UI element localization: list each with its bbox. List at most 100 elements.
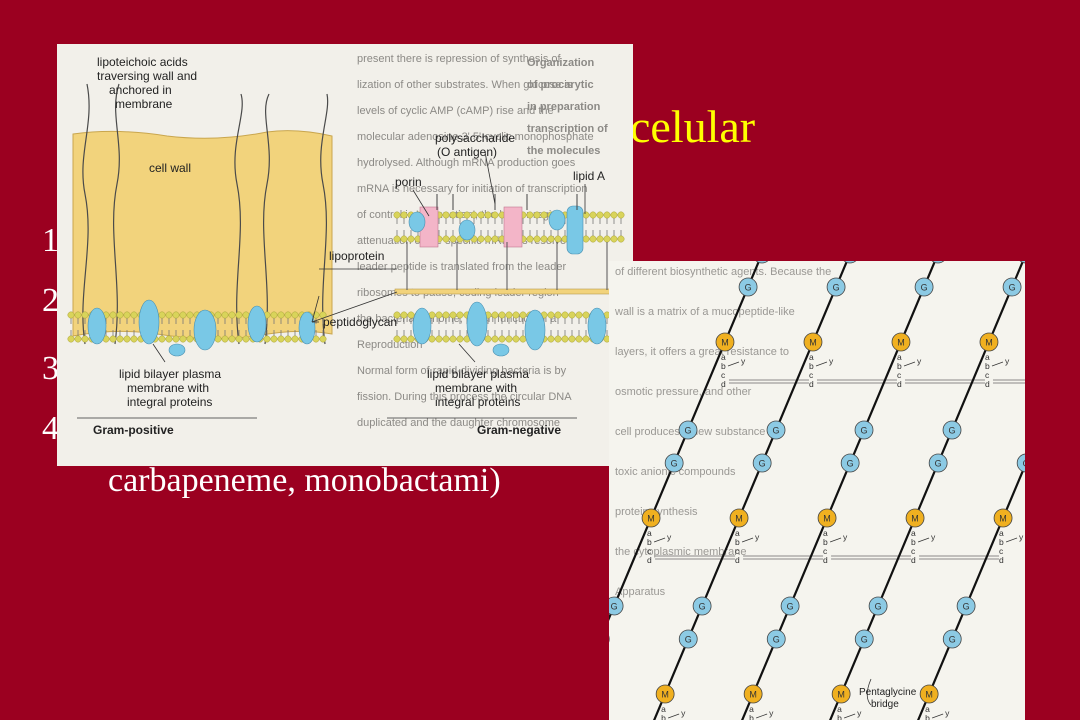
peptide-letter: c bbox=[999, 546, 1004, 556]
peptidoglycan-figure: of different biosynthetic agents. Becaus… bbox=[609, 261, 1025, 720]
list-number-1: 1 bbox=[42, 222, 59, 259]
muramic-node-label: M bbox=[735, 514, 743, 524]
crosslink-label: y bbox=[1019, 532, 1024, 542]
glycan-node bbox=[664, 453, 684, 473]
crosslink-label: y bbox=[667, 532, 672, 542]
muramic-node bbox=[641, 508, 661, 528]
background-text-line: the cytoplasmic membrane bbox=[615, 546, 746, 558]
background-text-line: Organization bbox=[527, 57, 595, 69]
muramic-node bbox=[993, 508, 1013, 528]
glycan-strand bbox=[917, 462, 1025, 720]
glycan-node bbox=[1019, 261, 1025, 264]
muramic-node bbox=[655, 684, 675, 704]
crosslink-label: y bbox=[755, 532, 760, 542]
label-bilayer-left-3: integral proteins bbox=[127, 395, 212, 409]
glycan-node bbox=[692, 596, 712, 616]
crosslink-label: y bbox=[945, 708, 950, 718]
glycan-strand bbox=[653, 261, 849, 720]
muramic-node-label: M bbox=[925, 690, 933, 700]
glycan-node bbox=[755, 261, 769, 264]
membrane-protein bbox=[408, 211, 426, 233]
label-bilayer-left-1: lipid bilayer plasma bbox=[119, 367, 221, 381]
glycan-node bbox=[826, 277, 846, 297]
glycan-node bbox=[609, 596, 624, 616]
label-gram-positive: Gram-positive bbox=[93, 423, 174, 437]
cell-envelope-diagram: present there is repression of synthesis… bbox=[67, 53, 626, 437]
glycan-node-label: G bbox=[949, 426, 956, 436]
cell-envelope-figure: present there is repression of synthesis… bbox=[57, 44, 633, 466]
peptide-letter: a bbox=[911, 528, 916, 538]
label-bilayer-left-2: membrane with bbox=[127, 381, 209, 395]
glycan-node bbox=[840, 453, 860, 473]
muramic-node-label: M bbox=[647, 514, 655, 524]
peptide-letter: b bbox=[999, 537, 1004, 547]
peptide-letter: c bbox=[985, 370, 990, 380]
glycan-node-label: G bbox=[875, 602, 882, 612]
crosslink-label: y bbox=[857, 708, 862, 718]
label-lipid-a: lipid A bbox=[573, 169, 605, 183]
background-text-line: Reproduction bbox=[357, 339, 422, 351]
background-text-line: levels of cyclic AMP (cAMP) rise and the bbox=[357, 105, 554, 117]
peptide-letter: b bbox=[985, 361, 990, 371]
membrane-protein bbox=[458, 219, 476, 241]
peptide-letter: b bbox=[647, 537, 652, 547]
background-text-line: present there is repression of synthesis… bbox=[357, 53, 562, 65]
glycan-node-label: G bbox=[861, 635, 868, 645]
gram-positive-cell-wall bbox=[72, 130, 333, 340]
background-text-line: hydrolysed. Although mRNA production goe… bbox=[357, 157, 576, 169]
glycan-node-label: G bbox=[861, 426, 868, 436]
peptide-letter: a bbox=[721, 352, 726, 362]
muramic-node bbox=[729, 508, 749, 528]
membrane-protein bbox=[587, 307, 607, 345]
background-text-line: lization of other substrates. When gluco… bbox=[357, 79, 573, 91]
peptide-letter: b bbox=[661, 713, 666, 720]
lipoteichoic-strands bbox=[82, 83, 329, 345]
label-lipoteichoic-1: lipoteichoic acids bbox=[97, 55, 188, 69]
peptide-letter: c bbox=[911, 546, 916, 556]
crosslink-label: y bbox=[931, 532, 936, 542]
glycan-node-label: G bbox=[699, 602, 706, 612]
peptide-letter: a bbox=[809, 352, 814, 362]
peptide-letter: d bbox=[809, 379, 814, 389]
list-number-2: 2 bbox=[42, 282, 59, 319]
peptide-letter: a bbox=[647, 528, 652, 538]
glycan-node-label: G bbox=[759, 459, 766, 469]
glycan-node bbox=[928, 453, 948, 473]
muramic-node bbox=[817, 508, 837, 528]
glycan-node bbox=[843, 261, 857, 264]
crosslink-label: y bbox=[1005, 356, 1010, 366]
background-text-line: the molecules bbox=[527, 145, 600, 157]
glycan-node-label: G bbox=[1023, 459, 1025, 469]
peptide-letter: b bbox=[925, 713, 930, 720]
background-text-line: osmotic pressure, and other bbox=[615, 386, 752, 398]
label-polysaccharide-1: polysaccharide bbox=[435, 131, 515, 145]
peptide-letter: b bbox=[749, 713, 754, 720]
muramic-node-label: M bbox=[721, 338, 729, 348]
glycan-node bbox=[678, 629, 698, 649]
slide-title: celular bbox=[630, 101, 756, 152]
muramic-node-label: M bbox=[661, 690, 669, 700]
membrane-protein bbox=[524, 309, 546, 351]
glycan-node bbox=[766, 629, 786, 649]
label-bridge: bridge bbox=[871, 699, 899, 710]
peptide-letter: d bbox=[985, 379, 990, 389]
muramic-node-label: M bbox=[837, 690, 845, 700]
peptide-letter: c bbox=[823, 546, 828, 556]
membrane-protein bbox=[247, 305, 267, 343]
peptide-letter: d bbox=[897, 379, 902, 389]
peptide-letter: b bbox=[897, 361, 902, 371]
membrane-protein bbox=[566, 205, 584, 255]
glycan-node bbox=[766, 420, 786, 440]
peptide-letter: d bbox=[999, 555, 1004, 565]
glycan-node bbox=[914, 277, 934, 297]
peptide-letter: c bbox=[721, 370, 726, 380]
peptide-letter: c bbox=[897, 370, 902, 380]
background-text-line: transcription of bbox=[527, 123, 608, 135]
peptidoglycan-diagram: of different biosynthetic agents. Becaus… bbox=[609, 261, 1025, 720]
peptide-letter: b bbox=[809, 361, 814, 371]
label-lipoprotein: lipoprotein bbox=[329, 249, 384, 263]
label-gram-negative: Gram-negative bbox=[477, 423, 561, 437]
muramic-node bbox=[979, 332, 999, 352]
label-polysaccharide-2: (O antigen) bbox=[437, 145, 497, 159]
glycan-strand bbox=[829, 261, 1025, 720]
